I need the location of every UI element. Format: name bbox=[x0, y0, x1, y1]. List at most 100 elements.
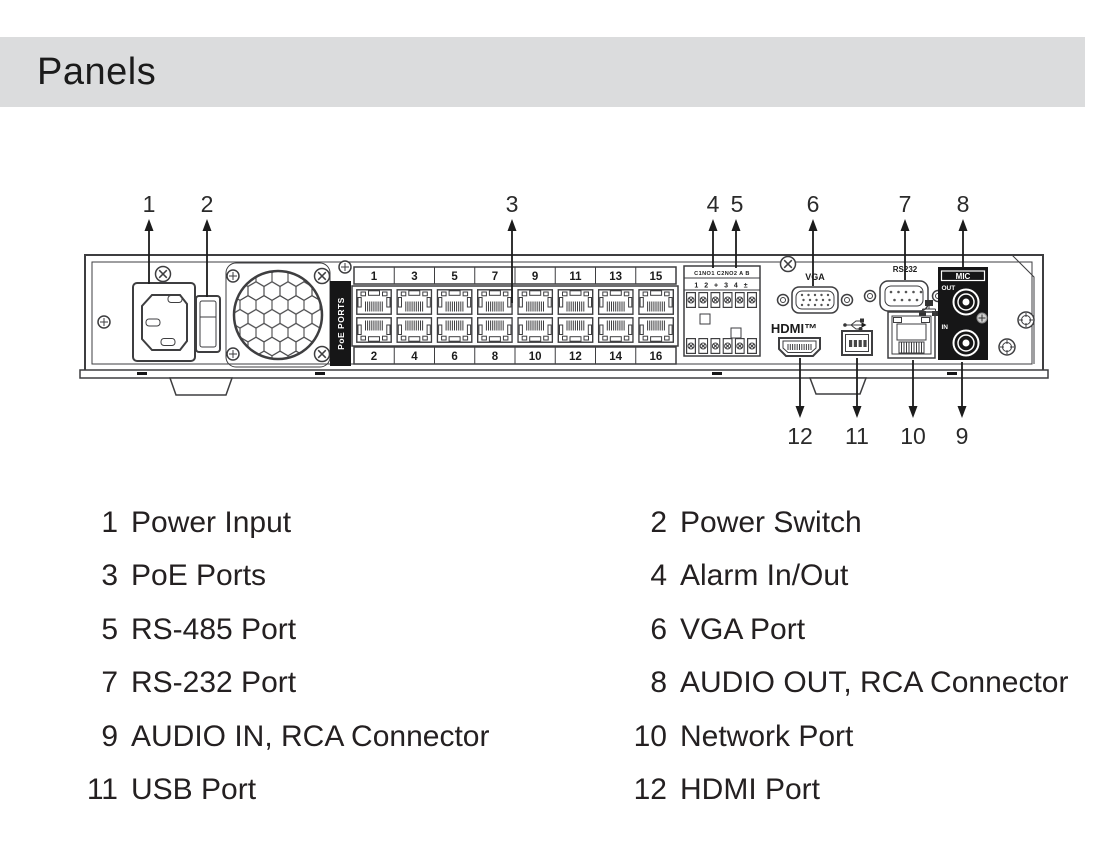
poe-port bbox=[396, 289, 433, 315]
callout-number: 3 bbox=[506, 191, 519, 217]
poe-port bbox=[476, 289, 513, 315]
poe-port-number: 3 bbox=[411, 271, 417, 283]
rs232-pins bbox=[889, 290, 923, 302]
legend-number: 11 bbox=[86, 773, 118, 807]
legend-number: 5 bbox=[101, 612, 118, 646]
page-title: Panels bbox=[37, 50, 157, 93]
poe-ports-section: PoE PORTS 1 3 5 7 9 11 13 15 bbox=[330, 260, 679, 366]
poe-port-number: 15 bbox=[650, 271, 663, 283]
screw-icon bbox=[779, 255, 797, 273]
audio-mic-panel: MIC OUT IN bbox=[938, 267, 988, 360]
poe-port bbox=[396, 317, 433, 343]
poe-port-number: 4 bbox=[411, 351, 418, 363]
chassis-base-rail bbox=[79, 369, 1049, 379]
legend-number: 3 bbox=[101, 559, 118, 593]
callout-number: 6 bbox=[807, 191, 820, 217]
legend-number: 7 bbox=[101, 666, 118, 700]
usb-port bbox=[841, 318, 873, 356]
alarm-label-row1: C1NO1 C2NO2 A B bbox=[694, 271, 750, 277]
poe-port bbox=[597, 289, 634, 315]
poe-port-number: 12 bbox=[569, 351, 582, 363]
poe-port-number: 11 bbox=[569, 271, 582, 283]
callout-number: 11 bbox=[845, 423, 869, 449]
rca-connector-in bbox=[952, 329, 980, 357]
legend-label: USB Port bbox=[131, 773, 257, 807]
power-switch bbox=[195, 295, 221, 353]
terminal bbox=[686, 292, 696, 308]
callout-lines-bottom bbox=[795, 358, 967, 418]
poe-port-number: 9 bbox=[532, 271, 538, 283]
callout-number: 5 bbox=[731, 191, 744, 217]
screw-icon bbox=[154, 265, 172, 283]
poe-port bbox=[356, 289, 392, 315]
terminal bbox=[710, 292, 721, 308]
legend-label: Alarm In/Out bbox=[680, 559, 849, 593]
callout-number: 7 bbox=[899, 191, 912, 217]
legend-item: 4 Alarm In/Out bbox=[600, 550, 1068, 604]
terminal bbox=[710, 338, 721, 354]
screw-icon bbox=[998, 338, 1016, 356]
callout-number: 2 bbox=[201, 191, 214, 217]
terminal bbox=[722, 292, 733, 308]
poe-top-numbers: 1 3 5 7 9 11 13 15 bbox=[371, 271, 663, 283]
poe-bottom-numbers: 2 4 6 8 10 12 14 16 bbox=[371, 351, 663, 363]
terminal bbox=[686, 338, 696, 354]
terminal bbox=[734, 338, 745, 354]
terminal bbox=[747, 292, 757, 308]
terminal bbox=[722, 338, 733, 354]
legend-label: Network Port bbox=[680, 719, 854, 753]
alarm-terminal-block: C1NO1 C2NO2 A B 1 2 + 3 4 ± bbox=[683, 265, 761, 357]
poe-port bbox=[476, 317, 513, 343]
rca-connector-out bbox=[952, 288, 980, 316]
callout-lines-top bbox=[144, 219, 968, 303]
screw-icon bbox=[97, 315, 111, 329]
legend-number: 8 bbox=[650, 666, 667, 700]
poe-port bbox=[557, 317, 594, 343]
callout-numbers-top: 1 2 3 4 5 6 7 8 bbox=[143, 191, 970, 217]
chassis-foot-left bbox=[168, 377, 234, 396]
screw-icon bbox=[338, 260, 352, 274]
poe-port-number: 5 bbox=[451, 271, 458, 283]
poe-port bbox=[638, 317, 674, 343]
vga-label: VGA bbox=[805, 272, 825, 282]
legend-label: HDMI Port bbox=[680, 773, 821, 807]
audio-in-label: IN bbox=[942, 324, 949, 331]
chassis-foot-right bbox=[808, 377, 868, 395]
mic-label: MIC bbox=[956, 272, 971, 281]
callout-number: 1 bbox=[143, 191, 156, 217]
audio-out-label: OUT bbox=[942, 285, 956, 292]
terminal bbox=[734, 292, 745, 308]
poe-port bbox=[356, 317, 392, 343]
callout-number: 10 bbox=[900, 423, 926, 449]
poe-port-number: 10 bbox=[529, 351, 542, 363]
screw-icon bbox=[313, 267, 331, 285]
poe-port-number: 2 bbox=[371, 351, 377, 363]
legend-item: 11 USB Port bbox=[80, 764, 600, 818]
poe-port-number: 7 bbox=[492, 271, 498, 283]
section-header: Panels bbox=[0, 37, 1085, 107]
terminal bbox=[747, 338, 757, 354]
fan bbox=[225, 262, 331, 368]
poe-bar-label: PoE PORTS bbox=[336, 297, 346, 350]
callout-number: 12 bbox=[787, 423, 813, 449]
callout-number: 4 bbox=[707, 191, 720, 217]
callout-number: 9 bbox=[956, 423, 969, 449]
screw-icon bbox=[313, 345, 331, 363]
poe-port bbox=[436, 317, 473, 343]
legend-label: VGA Port bbox=[680, 612, 806, 646]
power-input-socket bbox=[132, 282, 196, 362]
poe-port bbox=[638, 289, 674, 315]
poe-port-number: 13 bbox=[609, 271, 622, 283]
legend-number: 4 bbox=[650, 559, 667, 593]
legend-label: AUDIO IN, RCA Connector bbox=[131, 719, 490, 753]
legend-number: 2 bbox=[650, 505, 667, 539]
